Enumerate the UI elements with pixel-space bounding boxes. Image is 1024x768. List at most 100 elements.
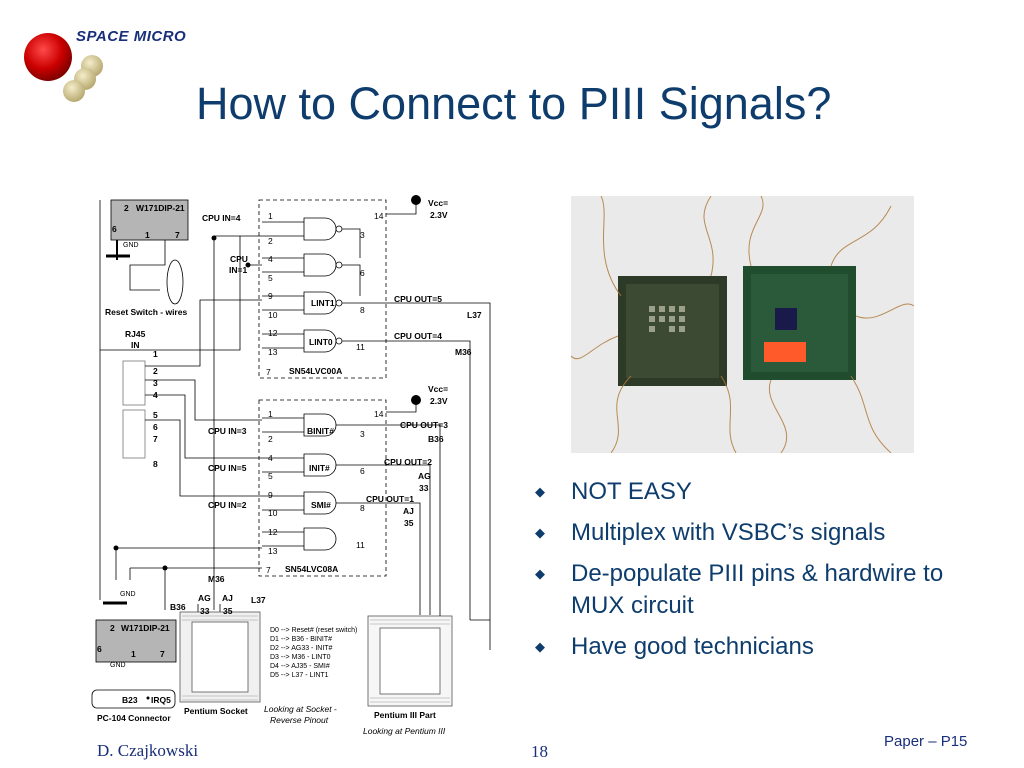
gate-lint0: LINT0 <box>309 337 333 347</box>
chip1-pin: 6 <box>360 268 365 278</box>
dip-top-gnd: GND <box>123 242 139 249</box>
chip2-pin: 5 <box>268 471 273 481</box>
dip-top-pin-7: 7 <box>175 230 180 240</box>
l37-label: L37 <box>467 310 482 320</box>
footer-page-number: 18 <box>531 742 548 761</box>
chip-sn54lvc08a <box>258 399 387 577</box>
processor-label-sticker <box>764 342 806 362</box>
dip-bottom-name: W171DIP-21 <box>121 623 170 633</box>
dip-bottom-gnd: GND <box>110 662 126 669</box>
cpu-in2-label: CPU IN=2 <box>208 500 247 510</box>
chip1-pin: 1 <box>268 211 273 221</box>
socket-b36: B36 <box>170 602 186 612</box>
dip-top-pin-2: 2 <box>124 203 129 213</box>
rj45-pin: 6 <box>153 422 158 432</box>
pc104-connector <box>91 689 176 709</box>
vcc-label-mid: Vcc= <box>428 384 448 394</box>
footer-author: D. Czajkowski <box>97 741 199 760</box>
chip2-name: SN54LVC08A <box>285 564 338 574</box>
cpu-out2-label: CPU OUT=2 <box>384 457 432 467</box>
logo-tan-sphere-3 <box>63 80 85 102</box>
diamond-bullet-icon: ◆ <box>535 566 545 581</box>
dip-bottom-pin-7: 7 <box>160 649 165 659</box>
pc104-pin: B23 <box>122 695 138 705</box>
chip2-pin: 7 <box>266 565 271 575</box>
chip2-pin: 11 <box>356 540 365 550</box>
aj35-label: 35 <box>404 518 414 528</box>
rj45-block-b <box>122 409 146 459</box>
bullet-item: ◆Have good technicians <box>535 631 975 663</box>
cpu-out4-label: CPU OUT=4 <box>394 331 442 341</box>
socket-33: 33 <box>200 606 210 616</box>
cpu-in5-label: CPU IN=5 <box>208 463 247 473</box>
chip2-pin: 1 <box>268 409 273 419</box>
chip2-pin: 12 <box>268 527 278 537</box>
logo-red-sphere <box>24 33 72 81</box>
chip2-pin: 8 <box>360 503 365 513</box>
pentium-socket-label: Pentium Socket <box>184 706 248 716</box>
footer-paper-ref: Paper – P15 <box>884 733 968 750</box>
gate-binit: BINIT# <box>307 426 334 436</box>
ag-label: AG <box>418 471 431 481</box>
rj45-block-a <box>122 360 146 406</box>
chip2-pin: 4 <box>268 453 273 463</box>
chip1-pin: 8 <box>360 305 365 315</box>
dip-bottom-pin-6: 6 <box>97 644 102 654</box>
chip-sn54lvc00a <box>258 199 387 379</box>
bullet-list: ◆NOT EASY ◆Multiplex with VSBC’s signals… <box>535 476 975 672</box>
cpu-in1-label-a: CPU <box>230 254 248 264</box>
ag33-label: 33 <box>419 483 429 493</box>
chip1-pin: 13 <box>268 347 278 357</box>
vcc-label-top: Vcc= <box>428 198 448 208</box>
chip2-pin: 9 <box>268 490 273 500</box>
processor-photo <box>571 196 914 453</box>
rj45-label: RJ45 <box>125 329 146 339</box>
cpu-out1-label: CPU OUT=1 <box>366 494 414 504</box>
socket-ag: AG <box>198 593 211 603</box>
rj45-pin: 4 <box>153 390 158 400</box>
socket-note-1: Looking at Socket - <box>264 704 337 714</box>
chip1-pin: 4 <box>268 254 273 264</box>
reset-switch-label: Reset Switch - wires <box>105 307 187 317</box>
chip2-pin: 13 <box>268 546 278 556</box>
cpu-in1-label-b: IN=1 <box>229 265 247 275</box>
chip2-pin: 14 <box>374 409 384 419</box>
logo-text: SPACE MICRO <box>76 28 187 45</box>
chip1-pin: 3 <box>360 230 365 240</box>
page-title: How to Connect to PIII Signals? <box>196 78 832 129</box>
dip-switch-top <box>110 199 189 241</box>
pentium-iii-note: Looking at Pentium III <box>363 726 446 736</box>
chip2-pin: 2 <box>268 434 273 444</box>
socket-gnd: GND <box>120 591 136 598</box>
cpu-in3-label: CPU IN=3 <box>208 426 247 436</box>
pentium-iii-part-label: Pentium III Part <box>374 710 436 720</box>
dip-top-pin-1: 1 <box>145 230 150 240</box>
cpu-in4-label: CPU IN=4 <box>202 213 241 223</box>
chip1-pin: 7 <box>266 367 271 377</box>
dip-top-pin-6: 6 <box>112 224 117 234</box>
gate-init: INIT# <box>309 463 330 473</box>
rj45-sub-label: IN <box>131 340 140 350</box>
chip2-pin: 6 <box>360 466 365 476</box>
vcc-value-top: 2.3V <box>430 210 448 220</box>
bullet-text: Have good technicians <box>571 633 814 660</box>
pc104-irq: IRQ5 <box>151 695 171 705</box>
space-micro-logo <box>24 33 103 102</box>
cpu-out5-label: CPU OUT=5 <box>394 294 442 304</box>
vcc-value-mid: 2.3V <box>430 396 448 406</box>
processor-die <box>775 308 797 330</box>
rj45-pin: 5 <box>153 410 158 420</box>
socket-aj: AJ <box>222 593 233 603</box>
bullet-text: NOT EASY <box>571 478 692 505</box>
pinmap-line: D1 --> B36 - BINIT# <box>270 636 332 643</box>
dip-bottom-pin-1: 1 <box>131 649 136 659</box>
pinmap-line: D4 --> AJ35 - SMI# <box>270 663 330 670</box>
chip1-pin: 9 <box>268 291 273 301</box>
chip1-pin: 10 <box>268 310 278 320</box>
chip2-pin: 10 <box>268 508 278 518</box>
rj45-pin: 3 <box>153 378 158 388</box>
pinmap-line: D5 --> L37 - LINT1 <box>270 672 329 679</box>
diamond-bullet-icon: ◆ <box>535 525 545 540</box>
